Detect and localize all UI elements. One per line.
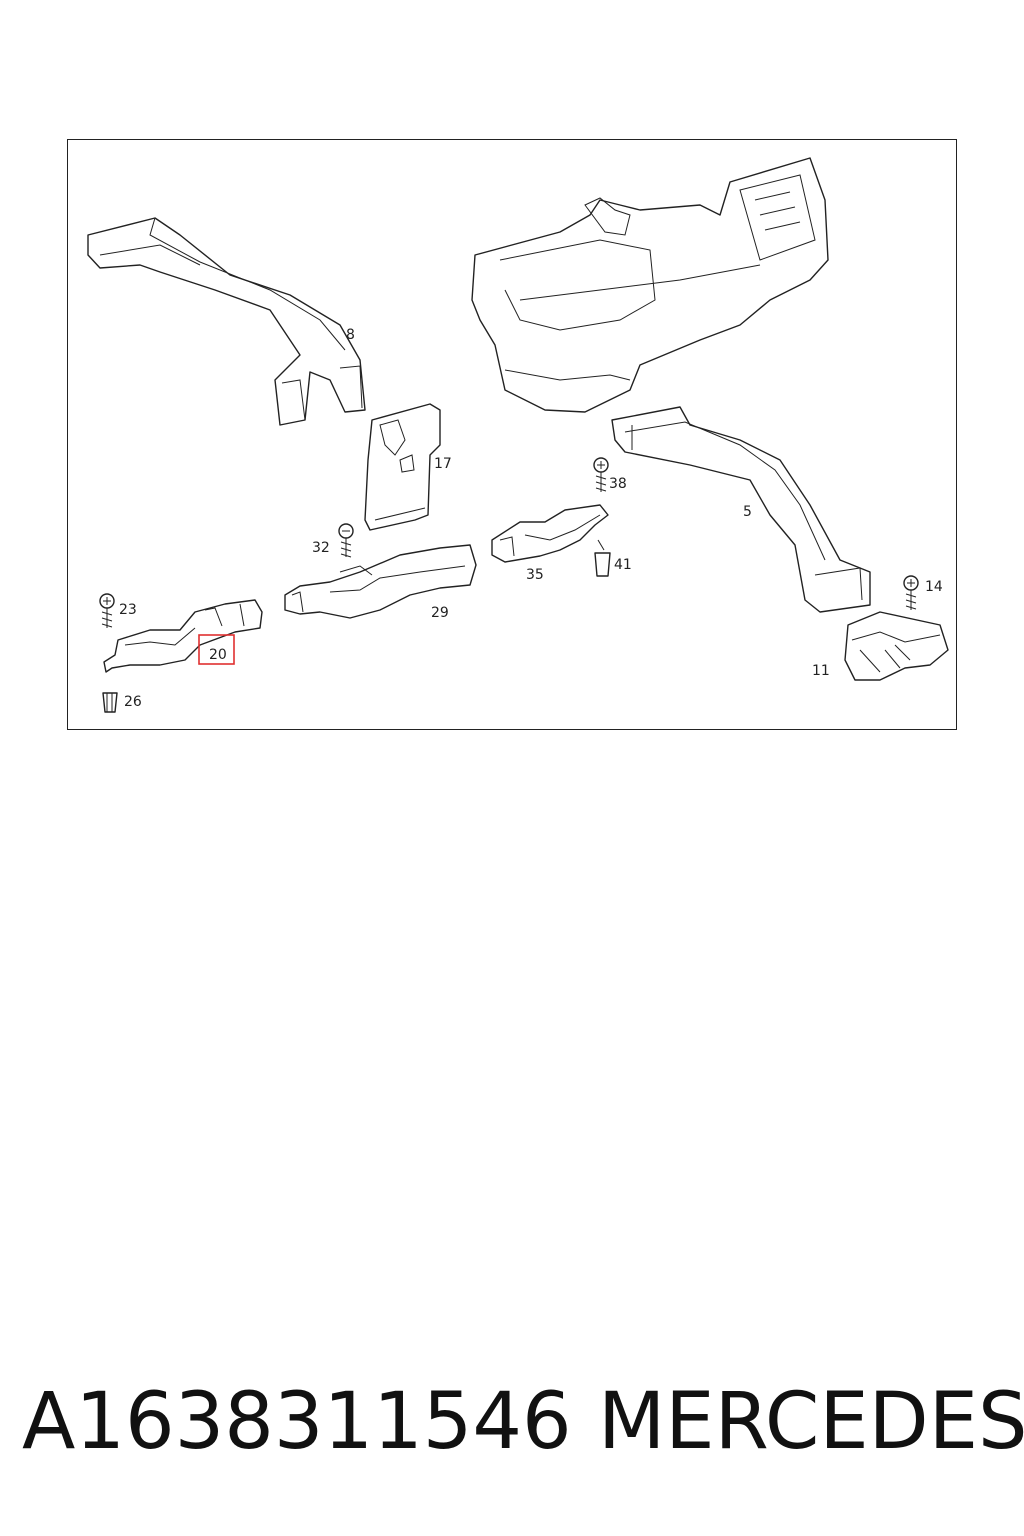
brand-label: MERCEDES (598, 1377, 1024, 1467)
part-23-screw (99, 593, 115, 628)
callout-5[interactable]: 5 (743, 504, 752, 520)
callout-11[interactable]: 11 (812, 663, 830, 679)
part-26-clip (102, 692, 118, 713)
callout-35[interactable]: 35 (526, 567, 544, 583)
callout-14[interactable]: 14 (925, 579, 943, 595)
part-17-vertical-duct (364, 403, 441, 531)
callout-32[interactable]: 32 (312, 540, 330, 556)
part-29-footwell-duct (284, 544, 477, 619)
diagram-frame (67, 139, 957, 730)
part-number-label: A1638311546 (22, 1377, 572, 1467)
part-14-screw (903, 575, 919, 610)
callout-20[interactable]: 20 (209, 647, 227, 663)
callout-38[interactable]: 38 (609, 476, 627, 492)
heater-housing (471, 157, 829, 413)
callout-41[interactable]: 41 (614, 557, 632, 573)
part-11-vent-outlet (844, 611, 949, 681)
part-35-short-duct (491, 504, 609, 563)
exploded-parts-diagram: 8 17 38 5 32 35 41 14 23 29 20 11 26 (87, 157, 949, 713)
part-38-screw (593, 457, 609, 492)
part-5-bent-duct (611, 406, 871, 613)
callout-26[interactable]: 26 (124, 694, 142, 710)
part-8-air-duct (87, 217, 366, 426)
callout-20-highlight-box (198, 634, 235, 665)
part-32-screw (338, 523, 354, 558)
part-41-clip (594, 539, 611, 577)
callout-17[interactable]: 17 (434, 456, 452, 472)
part-caption: A1638311546 MERCEDES (22, 1372, 1024, 1472)
part-20-rear-duct (103, 599, 263, 673)
callout-23[interactable]: 23 (119, 602, 137, 618)
callout-8[interactable]: 8 (346, 327, 355, 343)
callout-29[interactable]: 29 (431, 605, 449, 621)
